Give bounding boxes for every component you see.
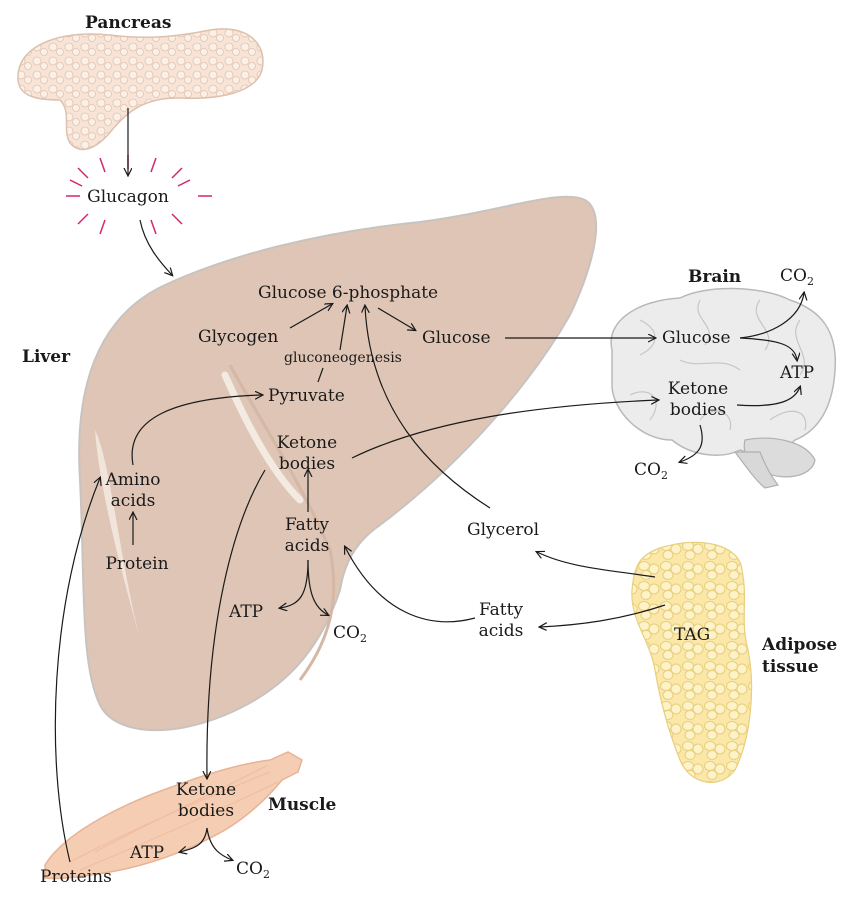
label-muscle-ketone-2: bodies — [178, 801, 234, 821]
label-muscle-atp: ATP — [129, 843, 164, 863]
muscle-shape — [45, 752, 302, 879]
label-adipose-2: tissue — [762, 657, 819, 677]
liver-shape — [79, 197, 596, 730]
adipose-shape — [632, 542, 752, 782]
label-brain-co2-top: CO2 — [780, 266, 814, 288]
label-proteins: Proteins — [40, 867, 112, 887]
label-brain: Brain — [688, 267, 741, 287]
label-liver-fatty-2: acids — [285, 536, 330, 556]
label-brain-co2-bottom: CO2 — [634, 460, 668, 482]
label-glucagon: Glucagon — [87, 187, 169, 207]
label-pancreas: Pancreas — [85, 13, 171, 33]
label-adipose-fatty-1: Fatty — [479, 600, 523, 620]
label-liver-ketone-2: bodies — [279, 454, 335, 474]
label-glucose-6-phosphate: Glucose 6-phosphate — [258, 283, 438, 303]
label-brain-atp: ATP — [779, 363, 814, 383]
label-brain-ketone-2: bodies — [670, 400, 726, 420]
label-muscle: Muscle — [268, 795, 337, 815]
label-muscle-co2: CO2 — [236, 859, 270, 881]
label-liver-ketone-1: Ketone — [277, 433, 337, 453]
label-brain-glucose: Glucose — [662, 328, 731, 348]
label-adipose-1: Adipose — [761, 635, 837, 655]
label-brain-ketone-1: Ketone — [668, 379, 728, 399]
label-liver-co2: CO2 — [333, 623, 367, 645]
arrow-fatty-liver-fatty — [345, 547, 475, 622]
label-pyruvate: Pyruvate — [268, 386, 345, 406]
label-muscle-ketone-1: Ketone — [176, 780, 236, 800]
label-liver-atp: ATP — [228, 602, 263, 622]
label-protein: Protein — [105, 554, 168, 574]
label-tag: TAG — [674, 625, 710, 645]
label-amino-2: acids — [111, 491, 156, 511]
label-liver: Liver — [22, 347, 71, 367]
pancreas-shape — [18, 29, 263, 150]
label-liver-fatty-1: Fatty — [285, 515, 329, 535]
label-amino-1: Amino — [104, 470, 160, 490]
label-glucose-liver: Glucose — [422, 328, 491, 348]
label-glycerol: Glycerol — [467, 520, 539, 540]
label-adipose-fatty-2: acids — [479, 621, 524, 641]
label-gluconeogenesis: gluconeogenesis — [284, 350, 402, 366]
arrow-glucagon-liver — [140, 220, 172, 275]
label-glycogen: Glycogen — [198, 327, 278, 347]
